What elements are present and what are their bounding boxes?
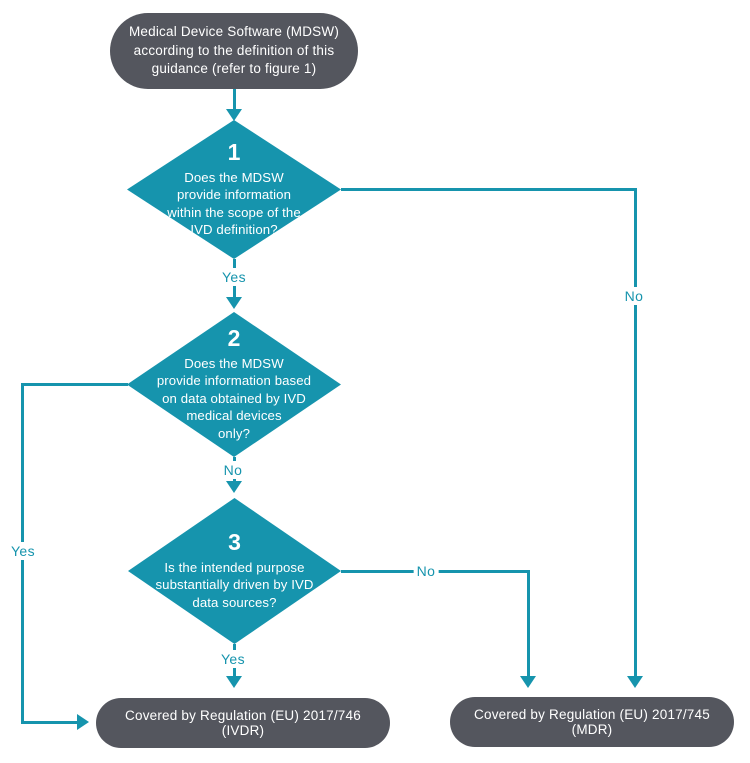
arrow-down-icon bbox=[226, 109, 242, 121]
decision-3-number: 3 bbox=[228, 528, 241, 555]
connector-d1-mdr-hline bbox=[341, 188, 637, 191]
connector-d3-mdr-vline bbox=[527, 570, 530, 677]
label-d3-no: No bbox=[413, 562, 439, 580]
label-d2-yes: Yes bbox=[7, 542, 39, 560]
arrow-down-icon bbox=[226, 481, 242, 493]
connector-d2-ivdr-hline-bottom bbox=[21, 721, 78, 724]
label-d1-no: No bbox=[621, 287, 647, 305]
label-d2-no: No bbox=[220, 461, 246, 479]
label-d3-yes: Yes bbox=[217, 650, 249, 668]
arrow-down-icon bbox=[627, 676, 643, 688]
arrow-down-icon bbox=[226, 297, 242, 309]
outcome-ivdr-text: Covered by Regulation (EU) 2017/746 (IVD… bbox=[125, 708, 361, 738]
start-node-text: Medical Device Software (MDSW)according … bbox=[128, 24, 340, 77]
connector-d1-mdr-vline bbox=[634, 188, 637, 677]
connector-d2-ivdr-hline-top bbox=[21, 383, 128, 386]
decision-2-number: 2 bbox=[227, 324, 241, 351]
outcome-mdr-text: Covered by Regulation (EU) 2017/745 (MDR… bbox=[474, 707, 710, 737]
outcome-mdr-node: Covered by Regulation (EU) 2017/745 (MDR… bbox=[450, 697, 734, 747]
connector-start-d1-line bbox=[233, 89, 236, 110]
decision-1-number: 1 bbox=[227, 138, 241, 165]
label-d1-yes: Yes bbox=[218, 268, 250, 286]
arrow-down-icon bbox=[520, 676, 536, 688]
arrow-down-icon bbox=[226, 676, 242, 688]
arrow-right-icon bbox=[77, 714, 89, 730]
outcome-ivdr-node: Covered by Regulation (EU) 2017/746 (IVD… bbox=[96, 698, 390, 748]
start-node: Medical Device Software (MDSW)according … bbox=[110, 13, 358, 89]
